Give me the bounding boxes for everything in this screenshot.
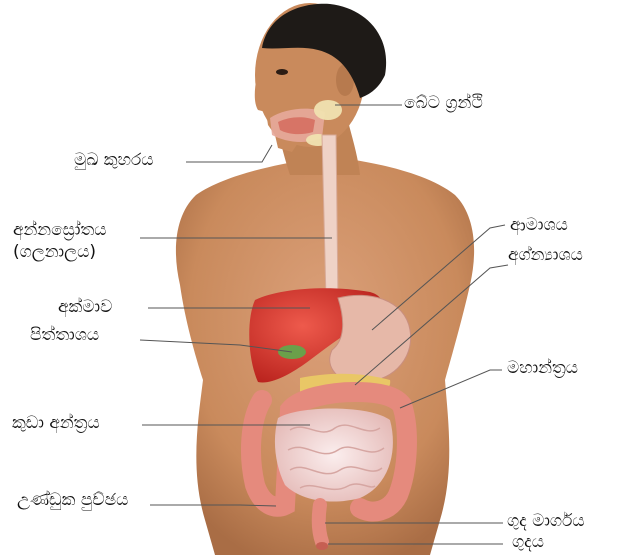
label-esophagus-alt: (ගලනාලය)	[13, 242, 96, 262]
small-intestine-organ	[275, 408, 393, 501]
label-anus: ගුදය	[512, 532, 544, 552]
anus-organ	[316, 542, 328, 550]
rectum-organ	[319, 505, 322, 542]
label-rectum: ගුද මාර්ගය	[507, 511, 585, 531]
label-salivary-gland: බේට ග්‍රන්ථි	[404, 93, 483, 113]
label-gallbladder: පිත්තාශය	[30, 325, 99, 345]
label-liver: අක්මාව	[58, 297, 112, 317]
label-mouth-cavity: මුඛ කුහරය	[74, 150, 153, 170]
label-stomach: ආමාශය	[510, 215, 568, 235]
label-esophagus: අන්නස්‍රෝතය	[13, 220, 107, 240]
leader-mouth	[186, 145, 272, 162]
label-pancreas: අග්න්‍යාශය	[508, 245, 583, 265]
label-large-intestine: මහාන්ත්‍රය	[507, 358, 578, 378]
label-appendix: උණ්ඩුක පුච්ඡය	[17, 490, 128, 510]
label-small-intestine: කුඩා අන්ත්‍රය	[12, 413, 100, 433]
